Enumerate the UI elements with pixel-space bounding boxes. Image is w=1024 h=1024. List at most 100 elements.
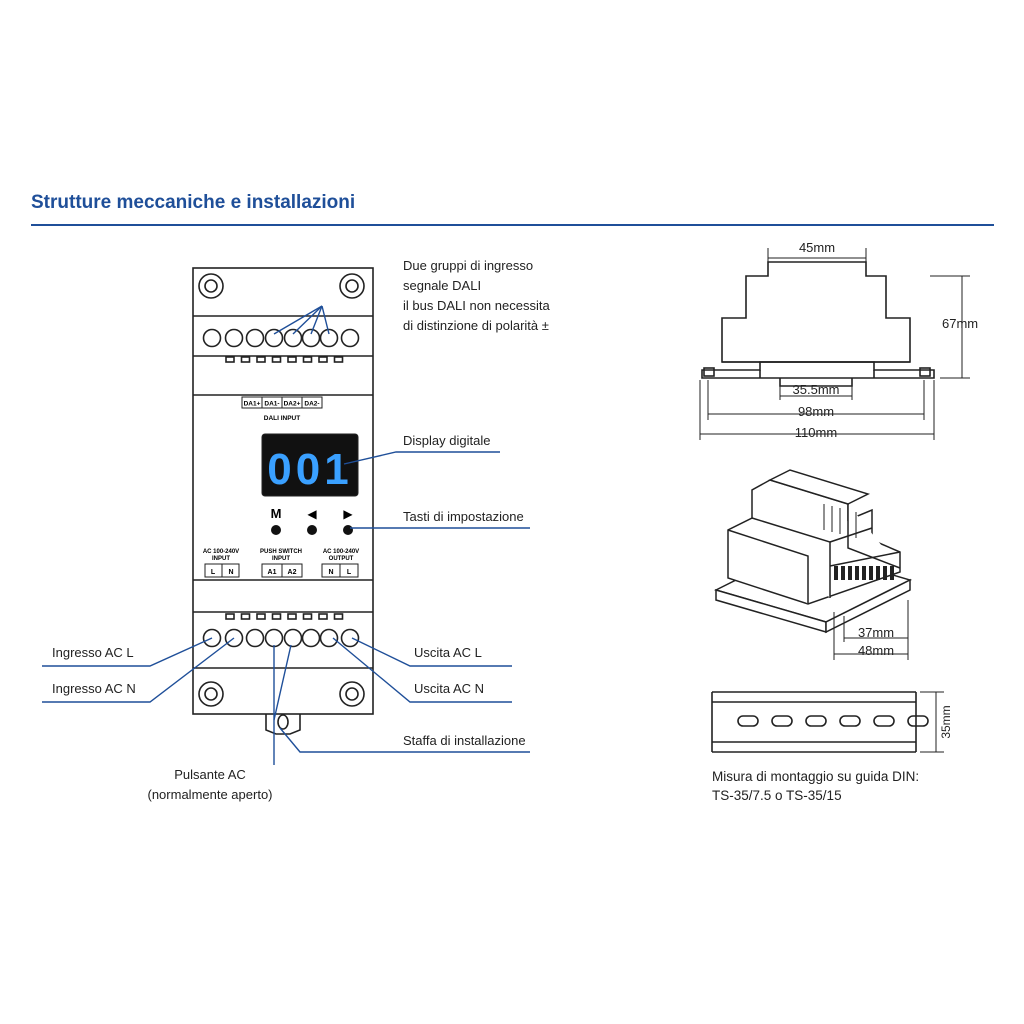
bottom-terminal-slots (225, 613, 344, 620)
terminal-screw (202, 628, 222, 648)
callout-ac-in-n: Ingresso AC N (52, 681, 136, 696)
terminal-label: DA2- (304, 401, 319, 408)
device-isometric-view (713, 469, 913, 634)
callout-leaders (42, 305, 530, 765)
dim-rail-height: 35mm (939, 705, 953, 738)
terminal-screw (224, 628, 244, 648)
push-input-pin: A2 (288, 569, 297, 576)
rail-slots (737, 715, 929, 727)
terminal-slot (256, 613, 266, 620)
ac-output-pin: L (347, 569, 352, 576)
callout-dali-line1: Due gruppi di ingresso (403, 258, 534, 273)
key-m-button (271, 525, 281, 535)
iso-terminal (855, 566, 859, 580)
ac-input-label-1: AC 100-240V (203, 549, 239, 555)
rail-slot (737, 715, 759, 727)
terminal-screw (319, 328, 339, 348)
terminal-slot (256, 356, 266, 363)
device-front-view (192, 267, 374, 735)
terminal-slot (333, 356, 344, 363)
mount-hole-top-right (339, 273, 365, 299)
title-underline (31, 224, 994, 226)
ac-input-pin: L (211, 569, 216, 576)
install-bracket (265, 714, 301, 735)
connector-labels: AC 100-240V INPUT L N PUSH SWITCH INPUT … (203, 549, 359, 578)
callout-push-line1: Pulsante AC (174, 767, 246, 782)
rail-slot (771, 715, 793, 727)
terminal-screw (301, 628, 321, 648)
callout-dali-line3: il bus DALI non necessita (403, 298, 550, 313)
push-input-label-2: INPUT (272, 556, 290, 562)
terminal-slot (271, 356, 282, 363)
terminal-screw (283, 328, 303, 348)
callout-keys: Tasti di impostazione (403, 509, 524, 524)
key-right-label: ▶ (343, 507, 353, 521)
terminal-slot (333, 613, 344, 620)
terminal-slot (225, 613, 235, 620)
iso-terminal (862, 566, 866, 580)
dim-top-width: 45mm (799, 240, 835, 255)
terminal-screw (319, 628, 339, 648)
terminal-slot (225, 356, 235, 363)
device-side-view (701, 261, 935, 387)
iso-terminal (883, 566, 887, 580)
iso-view-dimensions: 37mm 48mm (833, 600, 909, 660)
rail-dimension: 35mm (920, 691, 953, 753)
ac-output-pin: N (328, 569, 333, 576)
terminal-slot (271, 613, 282, 620)
iso-terminal (834, 566, 838, 580)
mount-hole-bottom-right (339, 681, 365, 707)
key-right-button (343, 525, 353, 535)
terminal-label: DA1- (264, 401, 279, 408)
terminal-slot (287, 356, 297, 363)
iso-terminal-slots (834, 566, 894, 580)
page-title: Strutture meccaniche e installazioni (31, 192, 356, 213)
iso-terminal (841, 566, 845, 580)
callout-ac-out-n: Uscita AC N (414, 681, 485, 696)
terminal-screw (245, 628, 265, 648)
dim-iso-b: 48mm (858, 643, 894, 658)
ac-output-label-1: AC 100-240V (323, 549, 359, 555)
terminal-slot (287, 613, 297, 620)
callout-dali-line2: segnale DALI (403, 278, 482, 293)
dali-terminal-labels: DA1+ DA1- DA2+ DA2- DALI INPUT (241, 396, 323, 422)
terminal-slot (318, 613, 328, 620)
callout-push-line2: (normalmente aperto) (147, 787, 273, 802)
iso-terminal (876, 566, 880, 580)
key-left-label: ◀ (307, 507, 317, 521)
terminal-slot (302, 613, 313, 620)
dim-iso-a: 37mm (858, 625, 894, 640)
iso-terminal (869, 566, 873, 580)
terminal-screw (283, 628, 303, 648)
dim-height: 67mm (942, 316, 978, 331)
callout-ac-out-l: Uscita AC L (414, 645, 482, 660)
terminal-label: DA1+ (244, 401, 261, 408)
terminal-screw (264, 328, 284, 348)
top-terminal-row (202, 328, 360, 348)
rail-note-line1: Misura di montaggio su guida DIN: (712, 769, 920, 784)
ac-output-label-2: OUTPUT (329, 556, 354, 562)
iso-terminal (848, 566, 852, 580)
callout-display: Display digitale (403, 433, 491, 448)
terminal-screw (340, 628, 360, 648)
terminal-label: DA2+ (284, 401, 301, 408)
terminal-slot (318, 356, 328, 363)
ac-input-pin: N (228, 569, 233, 576)
din-rail (711, 691, 929, 753)
top-terminal-slots (225, 356, 344, 363)
callout-bracket: Staffa di installazione (403, 733, 526, 748)
key-m-label: M (271, 506, 282, 521)
terminal-slot (240, 356, 251, 363)
callout-dali-line4: di distinzione di polarità ± (403, 318, 549, 333)
terminal-slot (240, 613, 251, 620)
iso-terminal (890, 566, 894, 580)
mount-hole-bottom-left (198, 681, 224, 707)
dim-base-width: 98mm (798, 404, 834, 419)
push-input-label-1: PUSH SWITCH (260, 549, 302, 555)
rail-note-line2: TS-35/7.5 o TS-35/15 (712, 788, 842, 803)
display-digits: 001 (267, 445, 352, 494)
digital-display: 001 (261, 433, 359, 497)
terminal-screw (202, 328, 222, 348)
callout-ac-in-l: Ingresso AC L (52, 645, 134, 660)
